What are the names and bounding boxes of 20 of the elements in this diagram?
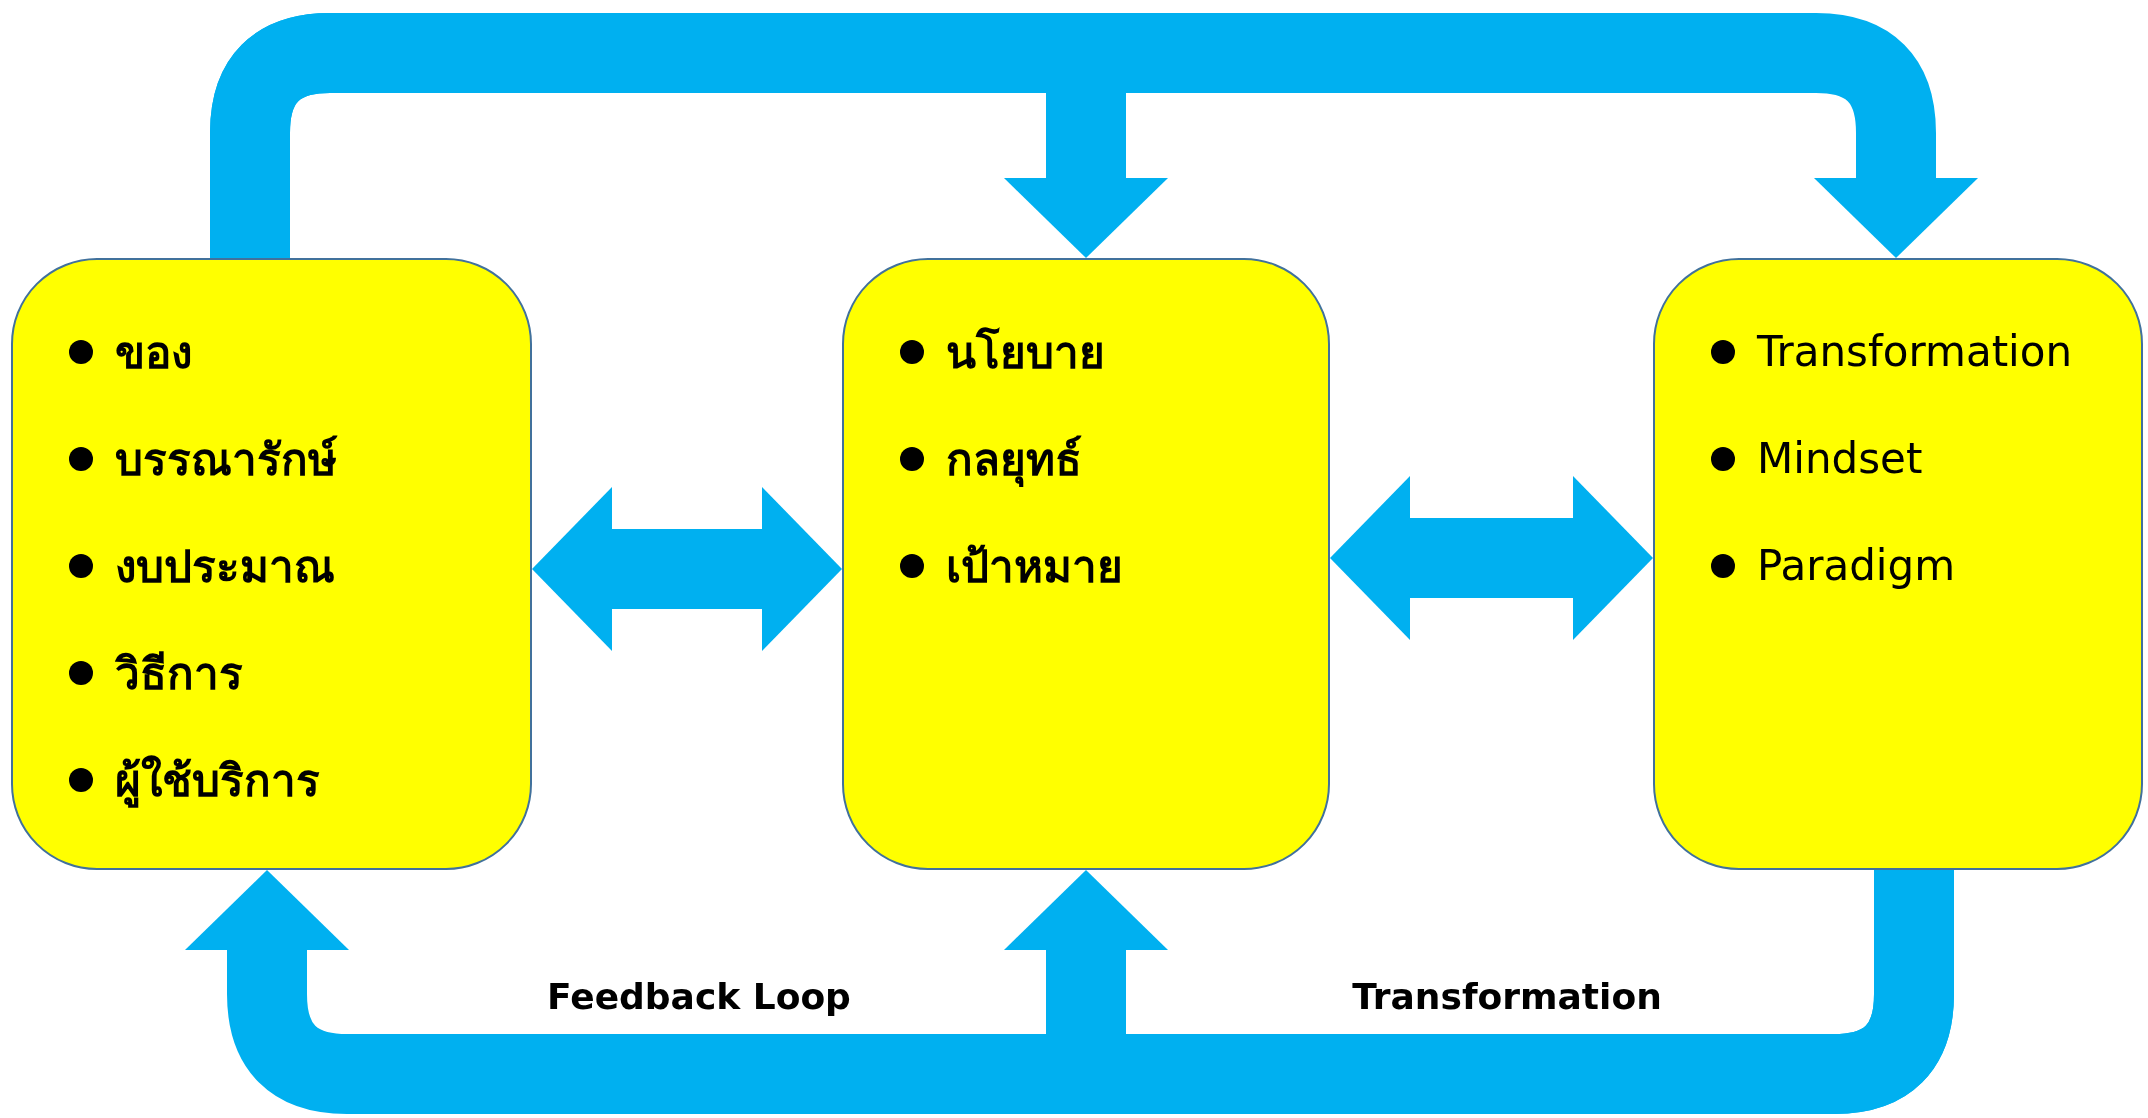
rounded-box — [842, 258, 1330, 870]
rounded-box — [1653, 258, 2143, 870]
loop-label: Feedback Loop — [547, 975, 851, 1017]
loop-label: Transformation — [1352, 975, 1662, 1017]
block-arrow — [1330, 476, 1653, 640]
list-item: เป้าหมาย — [946, 539, 1123, 594]
block-arrow — [1004, 870, 1954, 1114]
list-item: วิธีการ — [115, 646, 243, 701]
rounded-box — [11, 258, 532, 870]
list-item: ผู้ใช้บริการ — [115, 753, 320, 810]
list-item: Transformation — [1757, 327, 2073, 376]
list-item: นโยบาย — [946, 325, 1105, 380]
list-item: Paradigm — [1757, 541, 1956, 590]
list-item: งบประมาณ — [115, 539, 335, 594]
list-item: Mindset — [1757, 434, 1923, 483]
list-item: ของ — [115, 325, 192, 380]
list-item: กลยุทธ์ — [946, 432, 1082, 489]
list-item: บรรณารักษ์ — [115, 432, 337, 487]
block-arrow — [532, 487, 842, 651]
block-arrow — [210, 13, 1168, 258]
